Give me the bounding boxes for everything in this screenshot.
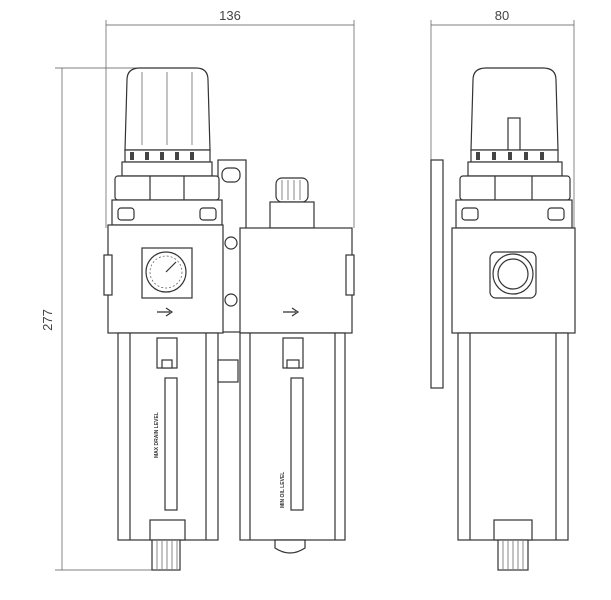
filter-regulator-front: MAX DRAIN LEVEL [103,67,247,571]
lubricator-front: MIN OIL LEVEL [239,177,355,554]
height-label: 277 [40,309,55,331]
side-view [430,67,576,571]
drain-level-label: MAX DRAIN LEVEL [154,412,160,458]
oil-level-label: MIN OIL LEVEL [280,472,286,508]
depth-dimension: 80 [430,8,575,228]
width-label: 136 [219,8,241,23]
height-dimension: 277 [40,67,160,571]
width-dimension: 136 [105,8,355,228]
depth-label: 80 [495,8,509,23]
